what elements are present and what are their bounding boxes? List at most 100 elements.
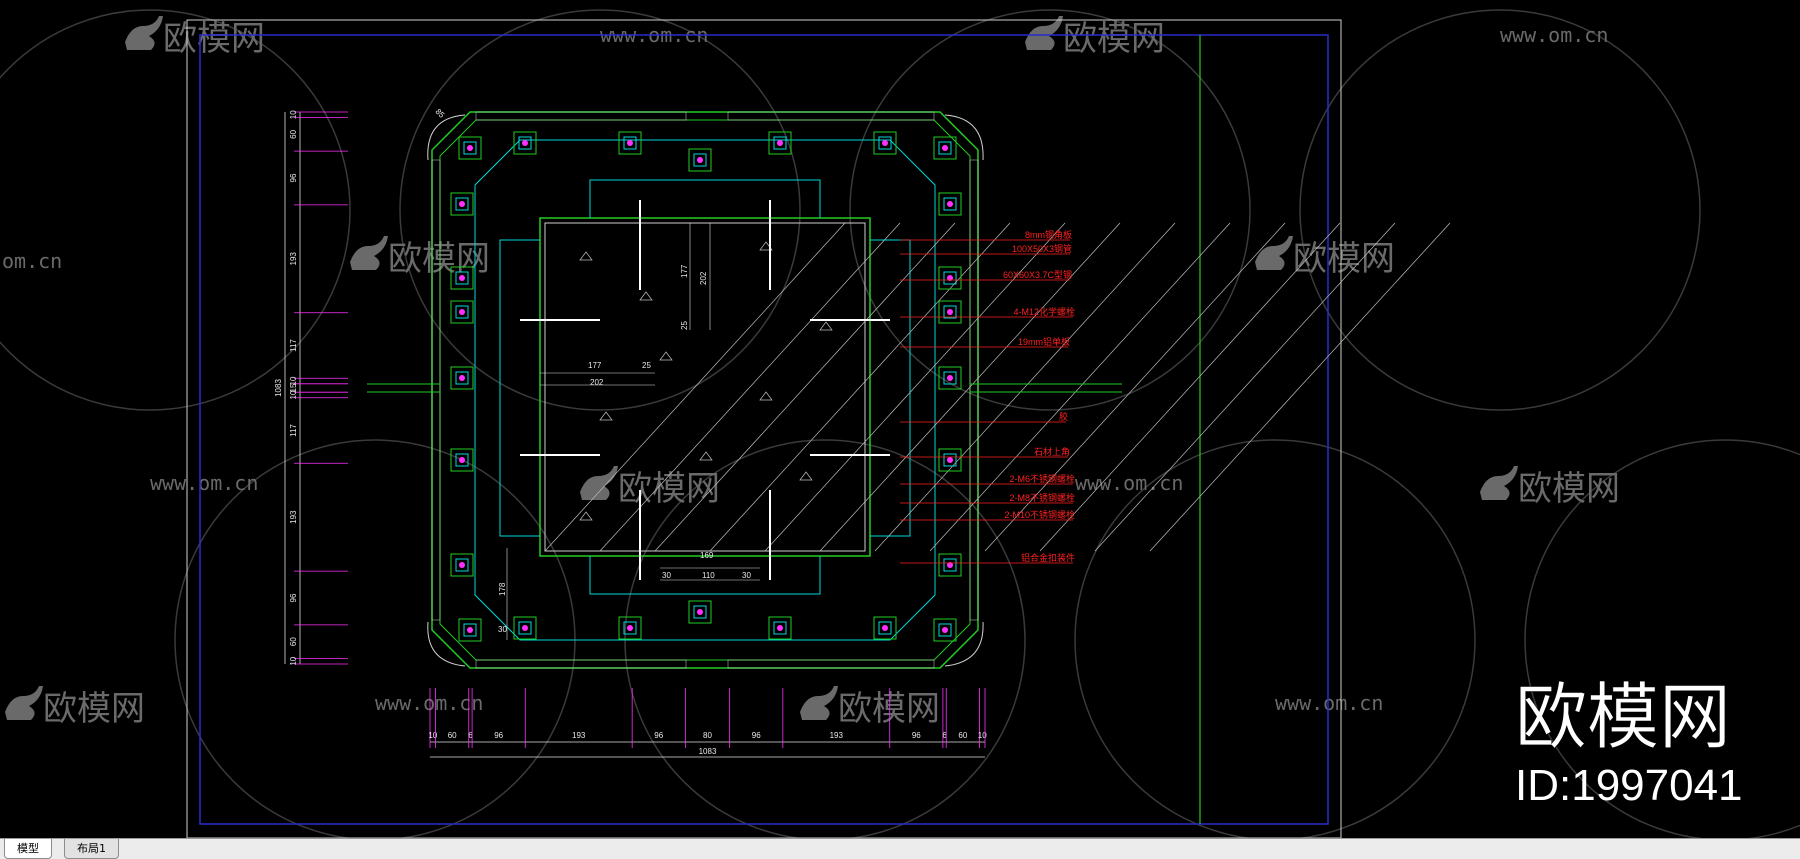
hatch-line xyxy=(984,222,1286,552)
bracket-plate xyxy=(938,266,962,290)
dim-value: 96 xyxy=(289,173,298,182)
aggregate-mark xyxy=(639,291,653,301)
bracket-block xyxy=(943,558,957,572)
bracket-plate xyxy=(450,448,474,472)
bolt-head xyxy=(627,625,633,631)
bracket-block xyxy=(518,621,532,635)
aggregate-mark xyxy=(579,511,593,521)
dim-169: 169 xyxy=(700,551,714,560)
bolt-head xyxy=(522,625,528,631)
callout-label: 19mm铝单板 xyxy=(1018,336,1070,347)
watermark-circle xyxy=(1524,439,1800,838)
bracket-block xyxy=(455,197,469,211)
bracket-plate xyxy=(688,148,712,172)
bracket-plate xyxy=(873,616,897,640)
bolt-head xyxy=(947,375,953,381)
aggregate-mark xyxy=(819,321,833,331)
corner-radius-bottom-right xyxy=(944,621,984,667)
bracket-plate xyxy=(938,553,962,577)
dim-value: 96 xyxy=(752,731,761,740)
watermark-circle xyxy=(1074,439,1476,838)
watermark-logo-icon xyxy=(800,686,838,720)
callout-label: 2-M10不锈钢螺栓 xyxy=(1004,509,1075,520)
bracket-block xyxy=(463,623,477,637)
watermark-url-text: www.om.cn xyxy=(150,471,258,495)
callout-label: 胶 xyxy=(1059,411,1068,422)
bracket-block xyxy=(455,558,469,572)
bracket-block xyxy=(455,305,469,319)
bolt-head xyxy=(459,309,465,315)
watermark-big-brand: 欧模网 xyxy=(1515,675,1731,759)
bolt-head xyxy=(942,627,948,633)
bracket-plate xyxy=(768,131,792,155)
callout-label: 4-M12化学螺栓 xyxy=(1013,306,1075,317)
bracket-block xyxy=(455,371,469,385)
dim-value: 193 xyxy=(830,731,844,740)
hatch-line xyxy=(709,222,1011,552)
hatch-line xyxy=(819,222,1121,552)
dim-85: 85 xyxy=(434,107,447,120)
dim-25-vertical: 25 xyxy=(680,321,689,330)
tab-layout1[interactable]: 布局1 xyxy=(64,839,119,859)
corner-radius-bottom-left xyxy=(427,621,466,667)
bracket-block xyxy=(623,136,637,150)
callout-label: 100X50X3钢管 xyxy=(1012,243,1072,254)
c-channel-bottom xyxy=(589,556,821,595)
watermark-circle xyxy=(849,9,1251,411)
bracket-block xyxy=(938,623,952,637)
aggregate-mark xyxy=(759,391,773,401)
bracket-plate xyxy=(873,131,897,155)
watermark-logo-icon xyxy=(1480,466,1518,500)
bracket-plate xyxy=(938,300,962,324)
dim-30-c: 30 xyxy=(498,625,507,634)
watermark-brand-text: 欧模网 xyxy=(163,19,265,59)
bracket-plate xyxy=(513,616,537,640)
bolt-head xyxy=(459,375,465,381)
dim-value: 10 xyxy=(289,656,298,665)
dim-178: 178 xyxy=(498,582,507,596)
brackets xyxy=(450,131,962,642)
bracket-plate xyxy=(450,300,474,324)
hatch-strip-bottom-left xyxy=(475,659,687,669)
dim-total: 1083 xyxy=(699,747,717,756)
inner-steel-outline xyxy=(539,217,871,557)
callout-label: 铝合金扣装件 xyxy=(1021,552,1075,563)
hatch-line xyxy=(1149,222,1451,552)
dim-value: 193 xyxy=(572,731,586,740)
watermark-circle xyxy=(1299,9,1701,411)
bracket-plate xyxy=(458,618,482,642)
watermark-brand-text: 欧模网 xyxy=(838,689,940,729)
hatch-strip-bottom-right xyxy=(727,659,935,669)
dim-110: 110 xyxy=(702,571,715,580)
dim-value: 193 xyxy=(289,510,298,524)
bolt-head xyxy=(947,201,953,207)
tab-model[interactable]: 模型 xyxy=(4,839,52,859)
hatch-strip-top-left xyxy=(475,111,687,121)
watermark-id: ID:1997041 xyxy=(1515,761,1743,810)
concrete-core xyxy=(544,222,866,552)
bracket-block xyxy=(943,271,957,285)
dim-value: 117 xyxy=(289,339,298,352)
bolt-head xyxy=(777,625,783,631)
bolt-head xyxy=(627,140,633,146)
bracket-block xyxy=(518,136,532,150)
bolt-head xyxy=(947,275,953,281)
watermark-url-text: www.om.cn xyxy=(375,691,483,715)
bracket-block xyxy=(878,136,892,150)
watermark-circle xyxy=(0,9,351,411)
bracket-plate xyxy=(933,618,957,642)
hatch-line xyxy=(874,222,1176,552)
watermark-logo-icon xyxy=(125,16,163,50)
watermark-logo-icon xyxy=(5,686,43,720)
watermark-brand-text: 欧模网 xyxy=(1063,19,1165,59)
callout-label: 2-M8不锈钢螺栓 xyxy=(1009,492,1075,503)
bolt-head xyxy=(882,140,888,146)
corner-radius-top-left xyxy=(427,114,466,161)
dim-177: 177 xyxy=(588,361,602,370)
bracket-block xyxy=(878,621,892,635)
bracket-plate xyxy=(618,616,642,640)
sheet-border xyxy=(186,19,1342,838)
